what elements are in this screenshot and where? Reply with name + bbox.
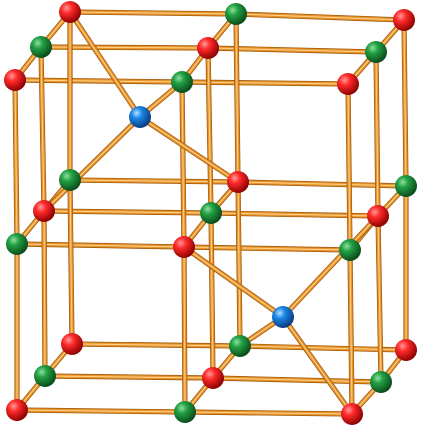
bond-t7-m7 xyxy=(12,77,20,247)
blue-atom-z2 xyxy=(272,306,294,328)
bond-z2-b9 xyxy=(280,314,355,417)
green-atom-b4 xyxy=(34,365,56,387)
red-atom-t5 xyxy=(197,37,219,59)
green-atom-m1 xyxy=(59,169,81,191)
red-atom-m2 xyxy=(227,171,249,193)
bond-m1-b1 xyxy=(67,177,75,347)
red-atom-t3 xyxy=(393,9,415,31)
green-atom-b8 xyxy=(174,401,196,423)
bond-z1-t1 xyxy=(67,9,143,120)
bond-t5-t6 xyxy=(205,45,379,55)
green-atom-m5 xyxy=(200,202,222,224)
bond-m6-b6 xyxy=(375,213,384,385)
green-atom-m3 xyxy=(395,175,417,197)
red-atom-m4 xyxy=(33,200,55,222)
red-atom-t7 xyxy=(4,69,26,91)
bond-t6-m6 xyxy=(373,49,381,219)
bond-z1-m2 xyxy=(137,114,241,185)
bond-b8-b9 xyxy=(182,409,355,417)
bond-m4-b4 xyxy=(41,208,48,379)
bond-t8-m8 xyxy=(179,79,187,250)
atom-layer xyxy=(4,1,417,425)
red-atom-b3 xyxy=(395,339,417,361)
green-atom-t8 xyxy=(171,71,193,93)
red-atom-t9 xyxy=(337,73,359,95)
bond-m2-b2 xyxy=(235,179,243,349)
red-atom-b7 xyxy=(6,399,28,421)
bond-t2-t3 xyxy=(233,11,407,23)
bond-t3-m3 xyxy=(401,17,409,189)
bond-b7-b8 xyxy=(14,407,188,415)
green-atom-t4 xyxy=(30,36,52,58)
bond-z2-m8 xyxy=(181,244,286,320)
green-atom-t2 xyxy=(225,3,247,25)
bond-t5-m5 xyxy=(205,45,214,216)
bond-z1-m4 xyxy=(41,114,143,214)
red-atom-t1 xyxy=(59,1,81,23)
red-atom-m8 xyxy=(173,236,195,258)
bond-t2-m2 xyxy=(233,11,241,185)
red-atom-b5 xyxy=(202,367,224,389)
bond-t1-t2 xyxy=(67,9,239,17)
bond-t4-m4 xyxy=(38,44,47,214)
bond-m8-b8 xyxy=(181,244,188,415)
red-atom-m6 xyxy=(367,205,389,227)
green-atom-m9 xyxy=(339,239,361,261)
green-atom-t6 xyxy=(365,41,387,63)
bond-b4-b5 xyxy=(42,373,216,381)
red-atom-b9 xyxy=(341,403,363,425)
bond-t4-t5 xyxy=(38,44,211,51)
bond-t9-m9 xyxy=(345,81,353,253)
green-atom-b2 xyxy=(229,335,251,357)
bond-b5-b6 xyxy=(210,375,384,385)
green-atom-m7 xyxy=(6,233,28,255)
green-atom-b6 xyxy=(370,371,392,393)
bond-m9-b9 xyxy=(347,247,355,417)
bond-m5-b5 xyxy=(208,210,216,381)
blue-atom-z1 xyxy=(129,106,151,128)
bond-m2-m3 xyxy=(235,179,409,189)
red-atom-b1 xyxy=(61,333,83,355)
bond-z2-m6 xyxy=(280,213,381,320)
